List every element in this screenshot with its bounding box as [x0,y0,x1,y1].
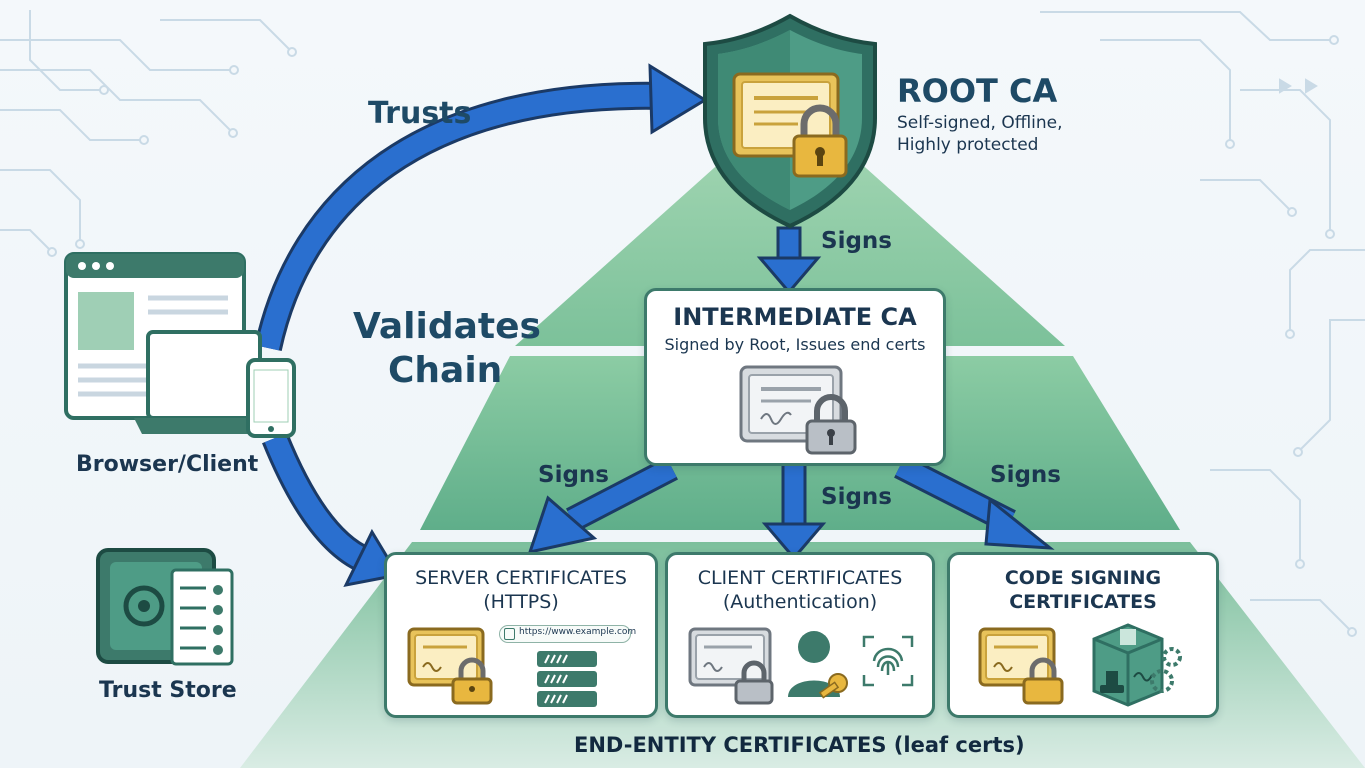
validates-chain-label-line1: Validates [353,306,541,347]
validates-chain-arrow [262,432,401,588]
intermediate-to-client-arrow [761,462,827,561]
code-signing-title-line2: CERTIFICATES [1009,591,1157,613]
trust-store-safe-icon [96,548,234,666]
server-certificates-title-line1: SERVER CERTIFICATES [415,567,627,589]
client-certificates-title-line1: CLIENT CERTIFICATES [697,567,903,589]
server-url-bar: https://www.example.com [499,625,636,643]
signs-label-to-server: Signs [538,462,609,488]
server-certificate-lock-icon [407,627,493,705]
intermediate-to-server-arrow [527,456,678,555]
server-certificates-card: SERVER CERTIFICATES (HTTPS) https://www.… [384,552,658,718]
code-signing-certificate-lock-icon [978,627,1064,705]
server-url-text: https://www.example.com [519,627,637,637]
intermediate-ca-title: INTERMEDIATE CA [673,303,917,331]
trust-store-label: Trust Store [99,678,237,703]
circuit-decoration-right [1040,11,1365,637]
fingerprint-icon [862,635,914,687]
root-ca-shield-icon [703,13,877,229]
code-signing-title-line1: CODE SIGNING [1004,567,1162,589]
root-ca-description-line2: Highly protected [897,135,1039,155]
root-to-intermediate-arrow [756,226,822,295]
browser-client-label: Browser/Client [76,452,259,477]
root-ca-title: ROOT CA [897,72,1058,110]
validates-chain-label-line2: Chain [388,350,503,391]
server-rack-icon [537,651,597,707]
signs-label-root-to-intermediate: Signs [821,228,892,254]
signs-label-to-code: Signs [990,462,1061,488]
signs-label-to-client: Signs [821,484,892,510]
intermediate-ca-card: INTERMEDIATE CA Signed by Root, Issues e… [644,288,946,466]
client-certificates-card: CLIENT CERTIFICATES (Authentication) [665,552,935,718]
root-ca-description-line1: Self-signed, Offline, [897,113,1063,133]
url-lock-icon [504,628,515,640]
end-entity-certificates-label: END-ENTITY CERTIFICATES (leaf certs) [574,733,1025,757]
trusts-arrow [254,63,708,351]
intermediate-certificate-lock-icon [739,365,857,455]
code-signing-certificates-card: CODE SIGNING CERTIFICATES [947,552,1219,718]
signed-package-icon [1092,623,1182,707]
client-certificates-title-line2: (Authentication) [722,591,878,613]
browser-client-devices-icon [64,252,296,438]
server-certificates-title-line2: (HTTPS) [483,591,559,613]
intermediate-to-code-arrow [894,454,1055,550]
circuit-decoration-left [0,10,297,257]
user-key-icon [788,631,848,699]
intermediate-ca-description: Signed by Root, Issues end certs [664,335,926,354]
client-certificate-lock-icon [688,627,774,705]
trusts-label: Trusts [368,96,472,131]
